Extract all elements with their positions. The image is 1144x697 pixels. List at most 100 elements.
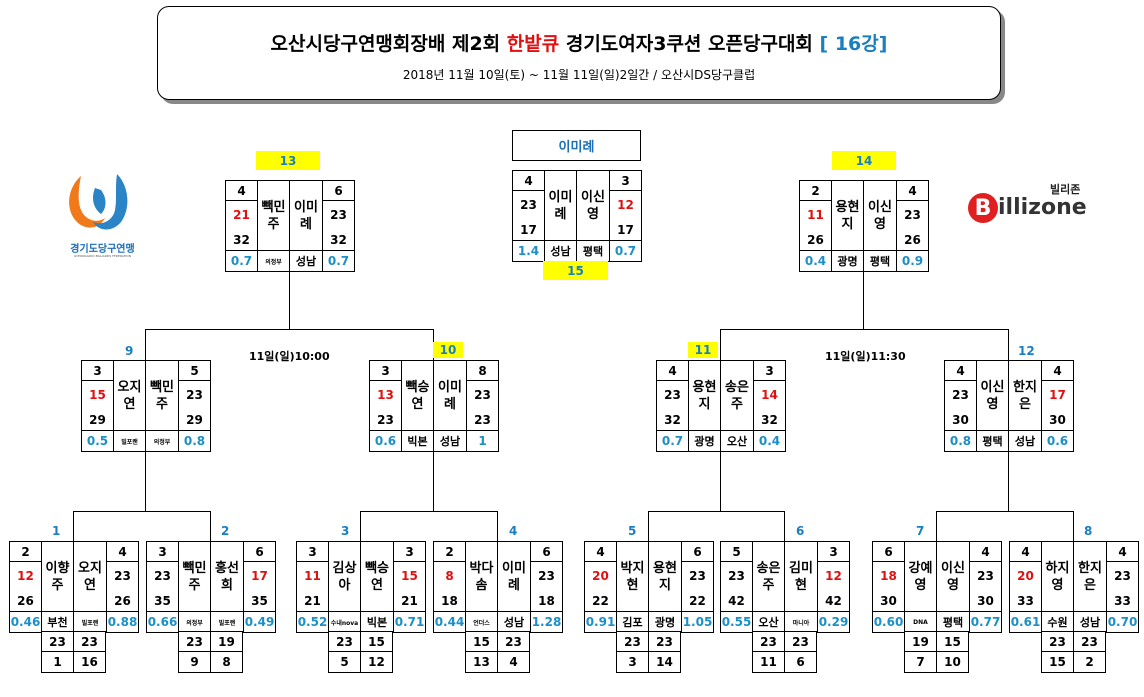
seed-number: 14 bbox=[648, 651, 681, 673]
target-innings: 26 bbox=[896, 229, 928, 251]
player-name-left: 빽민주 bbox=[179, 542, 211, 612]
target-innings: 32 bbox=[657, 409, 689, 431]
club-name: 빌포랜 bbox=[218, 619, 236, 627]
average: 1.05 bbox=[681, 612, 713, 632]
result-score: 15 bbox=[360, 631, 393, 653]
champion-box: 이미례 bbox=[512, 130, 641, 161]
match-number: 5 bbox=[628, 524, 637, 538]
inning-count: 6 bbox=[322, 181, 354, 201]
left-score: 12 bbox=[10, 562, 42, 590]
average: 0.7 bbox=[226, 251, 258, 271]
target-innings: 17 bbox=[609, 219, 641, 241]
club-name: 빅본 bbox=[402, 431, 434, 451]
result-score: 23 bbox=[328, 631, 361, 653]
left-score: 8 bbox=[434, 562, 466, 590]
seed-number: 12 bbox=[360, 651, 393, 673]
bracket-line bbox=[936, 511, 937, 541]
club-name: 오산 bbox=[753, 612, 785, 632]
target-innings: 29 bbox=[82, 409, 114, 431]
club-name: 부천 bbox=[42, 612, 74, 632]
right-score: 23 bbox=[322, 201, 354, 229]
match-number-highlight: 10 bbox=[433, 342, 463, 358]
average: 0.88 bbox=[106, 612, 138, 632]
seed-number: 3 bbox=[616, 651, 649, 673]
left-score: 13 bbox=[370, 381, 402, 409]
bracket-line bbox=[289, 270, 290, 329]
bracket-line bbox=[1008, 329, 1009, 360]
club-name: 성남 bbox=[295, 255, 317, 268]
club-name: 평택 bbox=[942, 616, 964, 629]
seed-number: 8 bbox=[210, 651, 243, 673]
target-innings: 18 bbox=[434, 590, 466, 612]
average: 0.9 bbox=[896, 251, 928, 271]
match-number: 3 bbox=[341, 524, 350, 538]
player-name-left: 빽민주 bbox=[258, 181, 290, 251]
target-innings: 35 bbox=[243, 590, 275, 612]
club-name: 수내nova bbox=[329, 612, 361, 632]
player-name-right: 홍선희 bbox=[211, 542, 243, 612]
player-name-right: 한지은 bbox=[1009, 361, 1041, 431]
title-round: [ 16강] bbox=[819, 33, 888, 55]
player-name-left: 이향주 bbox=[42, 542, 74, 612]
schedule-time-right: 11일(일)11:30 bbox=[825, 350, 906, 363]
result-score: 19 bbox=[210, 631, 243, 653]
club-name: 의정부 bbox=[153, 438, 171, 446]
right-score: 15 bbox=[393, 562, 425, 590]
result-score: 23 bbox=[41, 631, 74, 653]
inning-count: 6 bbox=[530, 542, 562, 562]
club-name: 성남 bbox=[1014, 435, 1036, 448]
player-name-left: 강예영 bbox=[905, 542, 937, 612]
right-score: 23 bbox=[681, 562, 713, 590]
result-score: 23 bbox=[497, 631, 530, 653]
result-score: 23 bbox=[616, 631, 649, 653]
match-number: 6 bbox=[796, 524, 805, 538]
seed-number: 2 bbox=[1073, 651, 1106, 673]
player-name-right: 빽민주 bbox=[146, 361, 178, 431]
player-name-right: 이미례 bbox=[290, 181, 322, 251]
target-innings: 32 bbox=[753, 409, 785, 431]
target-innings: 26 bbox=[106, 590, 138, 612]
match-number: 4 bbox=[509, 524, 518, 538]
federation-logo: 경기도당구연맹 GYEONGGIDO BILLIARDS FEDERATION bbox=[55, 168, 150, 263]
club-name: 광명 bbox=[689, 431, 721, 451]
title-prefix: 오산시당구연맹회장배 제2회 bbox=[270, 33, 507, 55]
bracket-line bbox=[648, 511, 649, 541]
match-number: 1 bbox=[52, 524, 61, 538]
seed-number: 15 bbox=[1041, 651, 1074, 673]
target-innings: 17 bbox=[513, 219, 545, 241]
left-score: 15 bbox=[82, 381, 114, 409]
target-innings: 30 bbox=[1041, 409, 1073, 431]
target-innings: 42 bbox=[817, 590, 849, 612]
match-number: 9 bbox=[125, 344, 134, 358]
left-score: 21 bbox=[226, 201, 258, 229]
club-name: 성남 bbox=[545, 241, 577, 261]
right-score: 17 bbox=[1041, 381, 1073, 409]
average: 1.28 bbox=[530, 612, 562, 632]
target-innings: 26 bbox=[10, 590, 42, 612]
result-score: 23 bbox=[1041, 631, 1074, 653]
match-number-highlight: 15 bbox=[543, 261, 608, 280]
result-score: 15 bbox=[465, 631, 498, 653]
billizone-badge-icon: B bbox=[968, 193, 998, 223]
seed-number: 16 bbox=[73, 651, 106, 673]
bracket-line bbox=[73, 511, 74, 541]
right-score: 17 bbox=[243, 562, 275, 590]
result-score: 23 bbox=[752, 631, 785, 653]
bracket-line bbox=[145, 329, 433, 330]
average: 0.29 bbox=[817, 612, 849, 632]
schedule-time-left: 11일(일)10:00 bbox=[249, 350, 330, 363]
left-score: 23 bbox=[513, 191, 545, 219]
result-score: 23 bbox=[73, 631, 106, 653]
result-score: 23 bbox=[178, 631, 211, 653]
inning-count: 4 bbox=[1041, 361, 1073, 381]
target-innings: 42 bbox=[721, 590, 753, 612]
club-name: 빌포랜 bbox=[81, 619, 99, 627]
